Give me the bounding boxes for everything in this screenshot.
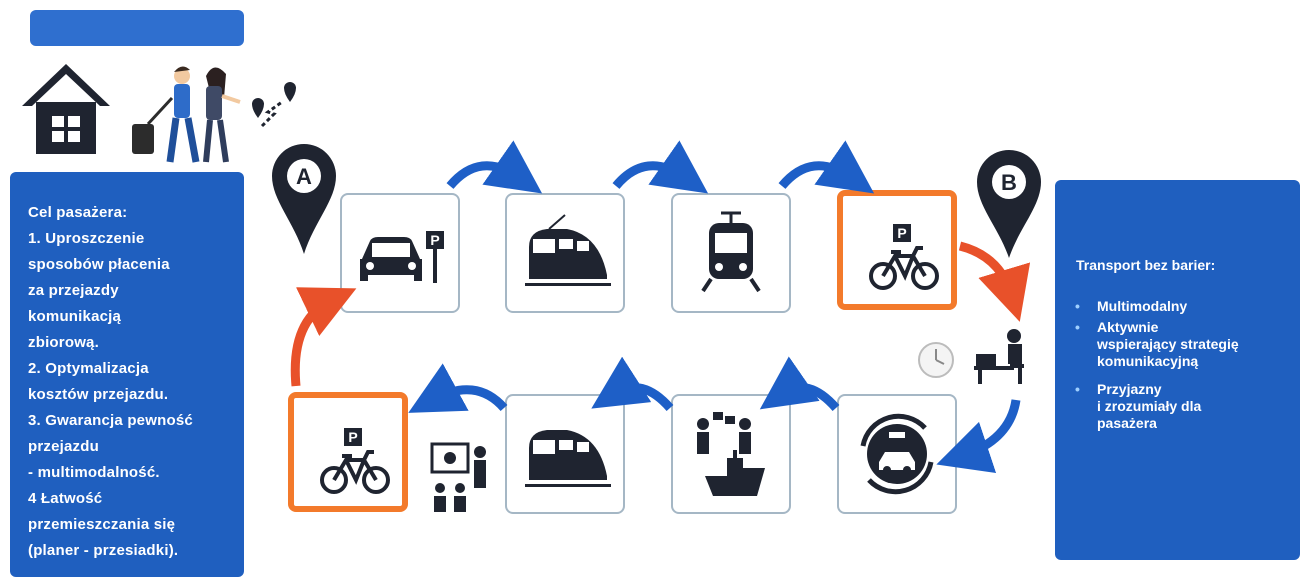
arrow-left (408, 363, 508, 413)
car-service-icon (860, 413, 934, 495)
train-icon (525, 214, 611, 286)
panel-line: 3. Gwarancja pewność (28, 412, 193, 429)
panel-line: przemieszczania się (28, 516, 176, 533)
clock-icon (918, 342, 954, 378)
panel-line: sposobów płacenia (28, 256, 170, 273)
transport-panel: Transport bez barier: •Multimodalny •Akt… (1055, 180, 1300, 560)
panel-line: 2. Optymalizacja (28, 360, 149, 377)
route-icon (252, 82, 296, 128)
ferry-meeting-icon (697, 412, 765, 496)
tile-train-return (505, 394, 625, 514)
car-parking-icon: P (360, 231, 444, 283)
presentation-icon (430, 442, 486, 512)
panel-line: (planer - przesiadki). (28, 542, 179, 559)
arrow-down (958, 241, 1031, 322)
tram-icon (701, 211, 761, 293)
arrow-left (759, 356, 840, 412)
arrow-right (778, 140, 875, 194)
marker-b-label: B (1001, 170, 1017, 195)
train-icon (525, 430, 611, 487)
house-icon (22, 64, 110, 154)
bullet-item: •Przyjazny i zrozumiały dla pasażera (1075, 381, 1202, 431)
panel-line: Cel pasażera: (28, 204, 128, 221)
transport-panel-title: Transport bez barier: (1076, 257, 1216, 273)
passenger-goals-panel: Cel pasażera: 1. Uproszczenie sposobów p… (10, 172, 244, 577)
tile-bike-parking: P (837, 190, 957, 310)
svg-text:P: P (348, 429, 357, 445)
worker-at-desk-icon (974, 329, 1024, 384)
bike-parking-icon: P (869, 224, 939, 290)
travelers-icon (132, 66, 241, 163)
bullet-item: •Multimodalny (1075, 298, 1188, 314)
panel-line: kosztów przejazdu. (28, 386, 169, 403)
tile-train (505, 193, 625, 313)
tile-bike-parking-return: P (288, 392, 408, 512)
tile-ferry-meeting (671, 394, 791, 514)
marker-a-label: A (296, 164, 312, 189)
header-bar (30, 10, 244, 46)
panel-line: 4 Łatwość (28, 490, 103, 507)
panel-line: za przejazdy (28, 282, 119, 299)
marker-b-icon: B (977, 150, 1041, 258)
marker-a-icon: A (272, 144, 336, 254)
arrow-down (936, 399, 1021, 474)
panel-line: zbiorową. (28, 334, 99, 351)
arrow-up (290, 287, 357, 387)
tile-car-parking: P (340, 193, 460, 313)
panel-line: przejazdu (28, 438, 99, 455)
arrow-right (612, 140, 709, 194)
panel-line: - multimodalność. (28, 464, 160, 481)
arrow-right (446, 140, 543, 194)
svg-text:P: P (897, 225, 906, 241)
tile-tram (671, 193, 791, 313)
arrow-left (591, 356, 674, 412)
panel-line: 1. Uproszczenie (28, 230, 145, 247)
bullet-item: •Aktywnie wspierający strategię komunika… (1075, 319, 1239, 369)
panel-line: komunikacją (28, 308, 122, 325)
bike-parking-icon: P (320, 428, 390, 494)
svg-text:P: P (430, 232, 439, 248)
